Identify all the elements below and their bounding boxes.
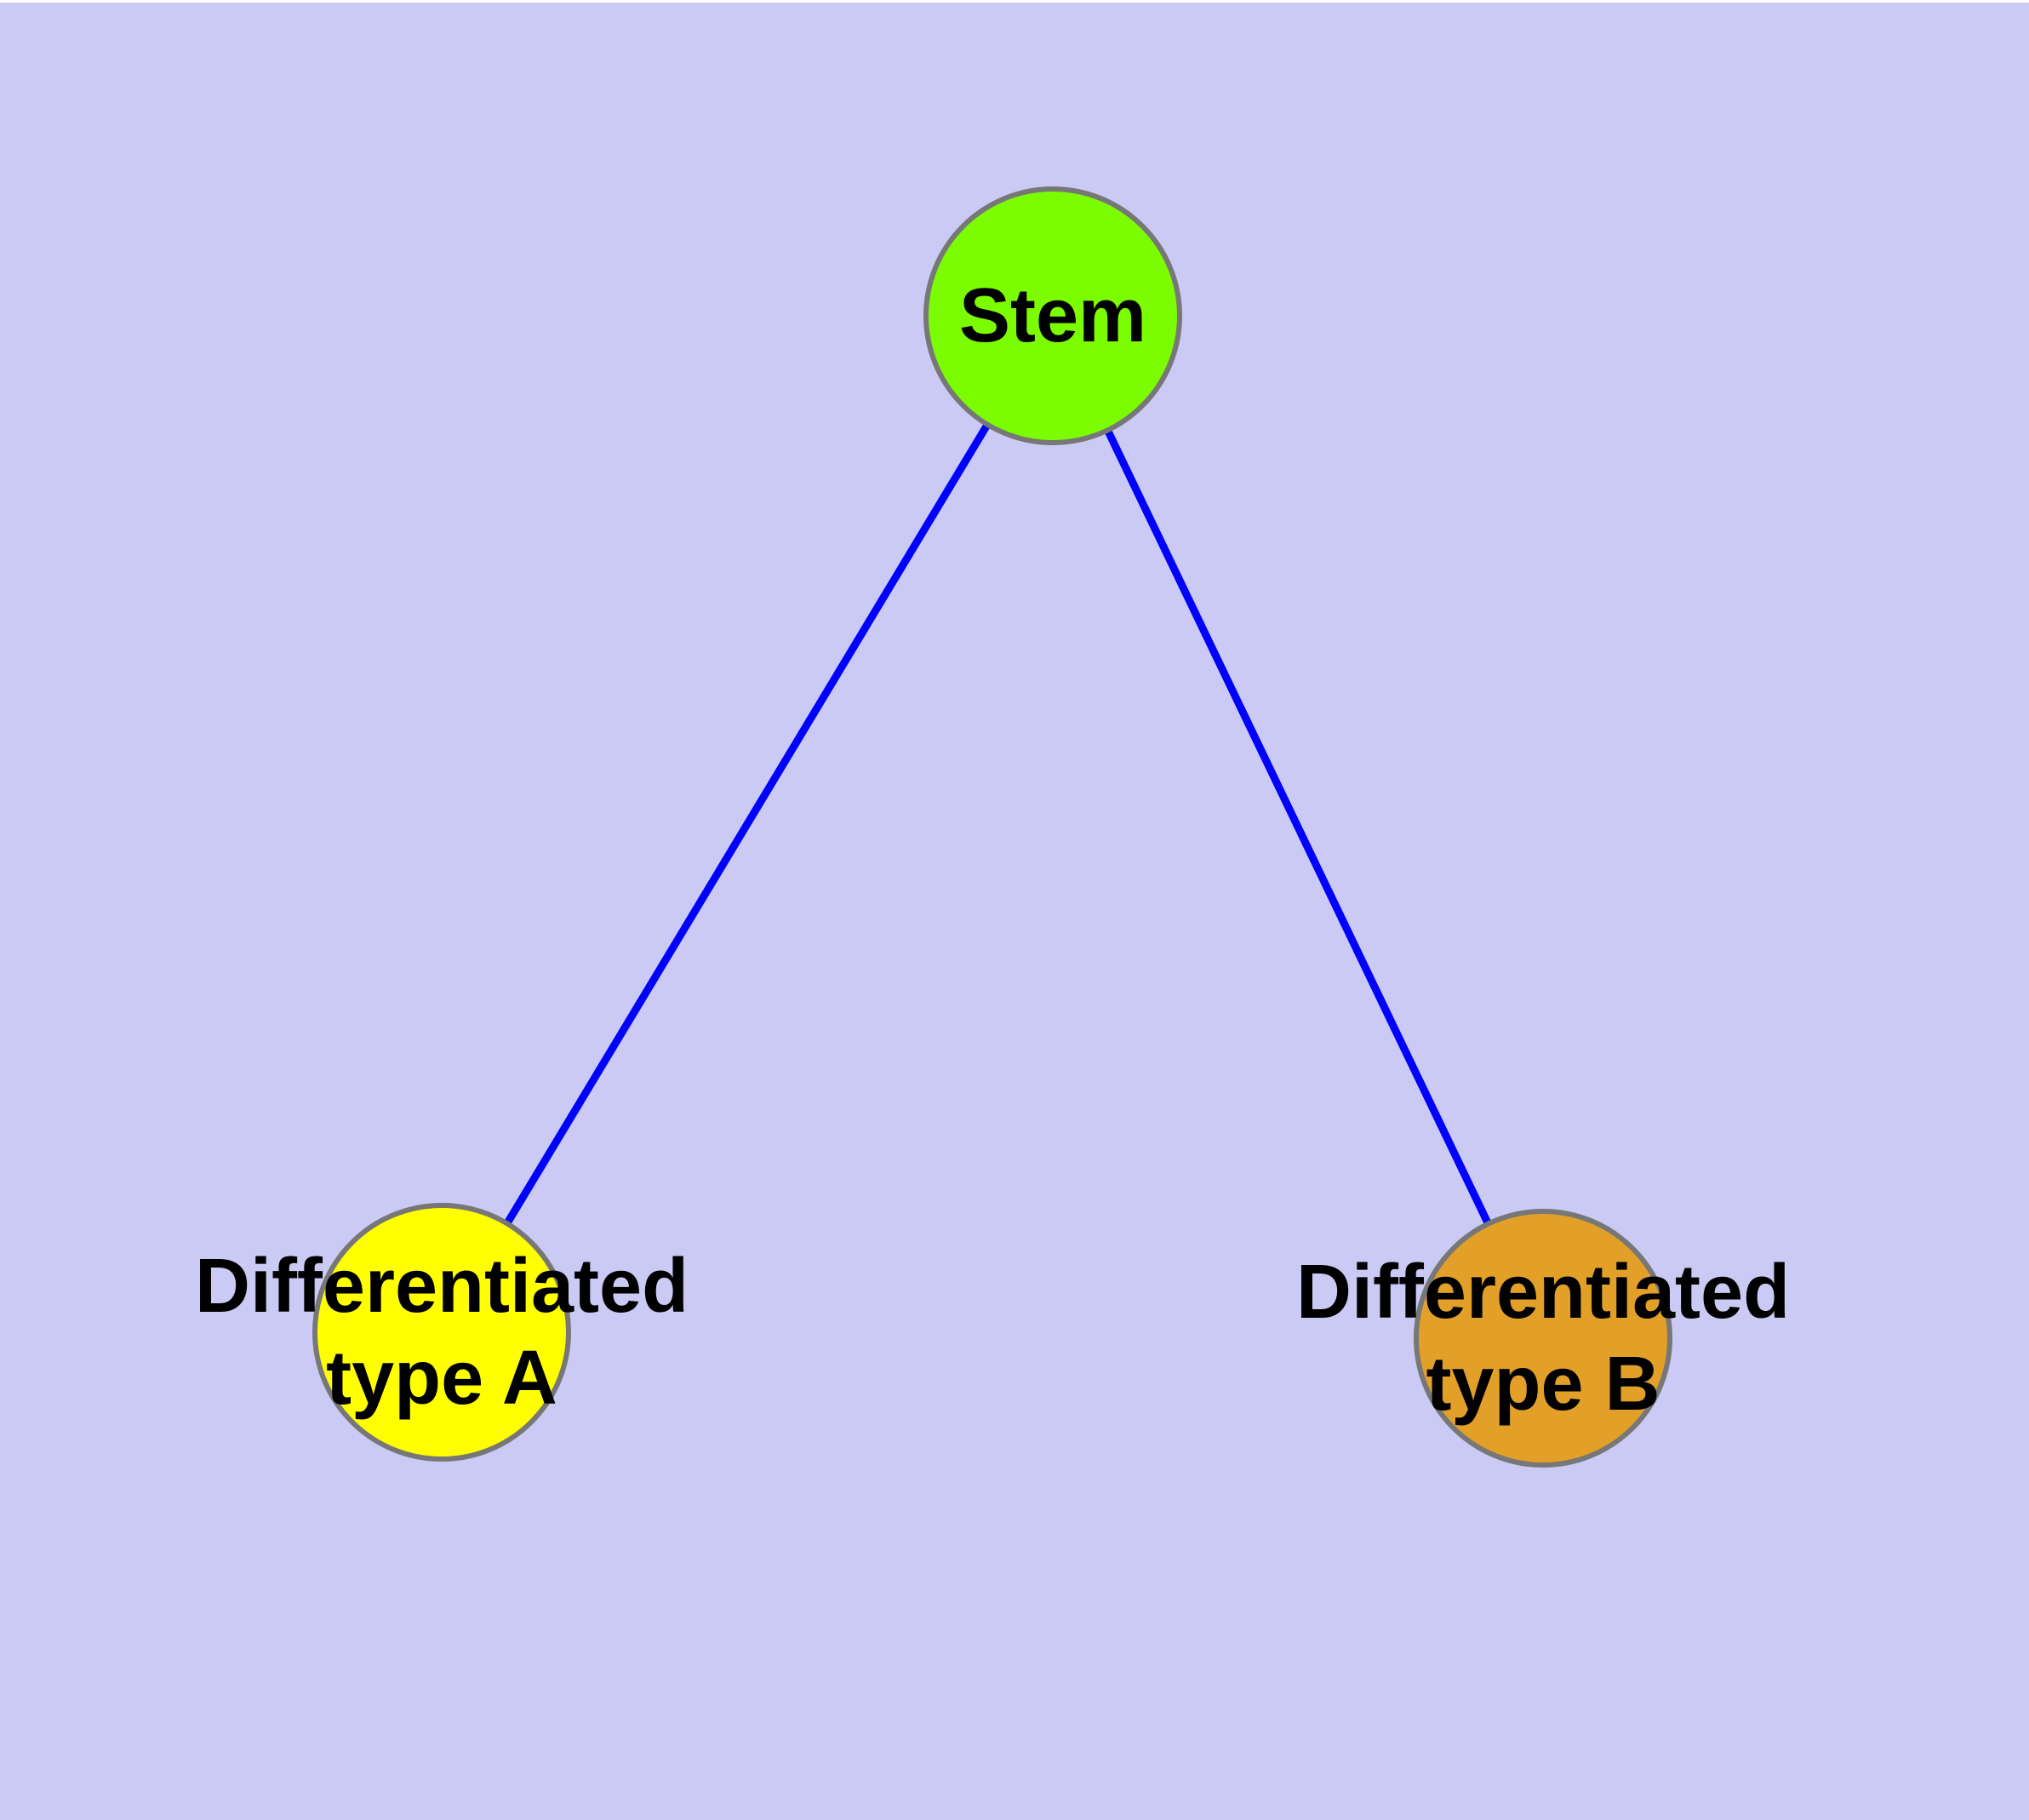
label-line: type B bbox=[1426, 1342, 1660, 1427]
label-line: Stem bbox=[958, 273, 1147, 358]
label-line: Differentiated bbox=[194, 1244, 689, 1329]
node-differentiated-type-a bbox=[312, 1203, 571, 1462]
node-stem bbox=[923, 186, 1182, 445]
node-label-stem: Stem bbox=[959, 270, 1146, 362]
node-differentiated-type-b bbox=[1414, 1209, 1672, 1468]
node-label-differentiated-type-b: Differentiated type B bbox=[1296, 1246, 1790, 1430]
label-line: Differentiated bbox=[1295, 1250, 1791, 1335]
label-line: type A bbox=[326, 1336, 557, 1421]
node-label-differentiated-type-a: Differentiated type A bbox=[195, 1240, 689, 1424]
